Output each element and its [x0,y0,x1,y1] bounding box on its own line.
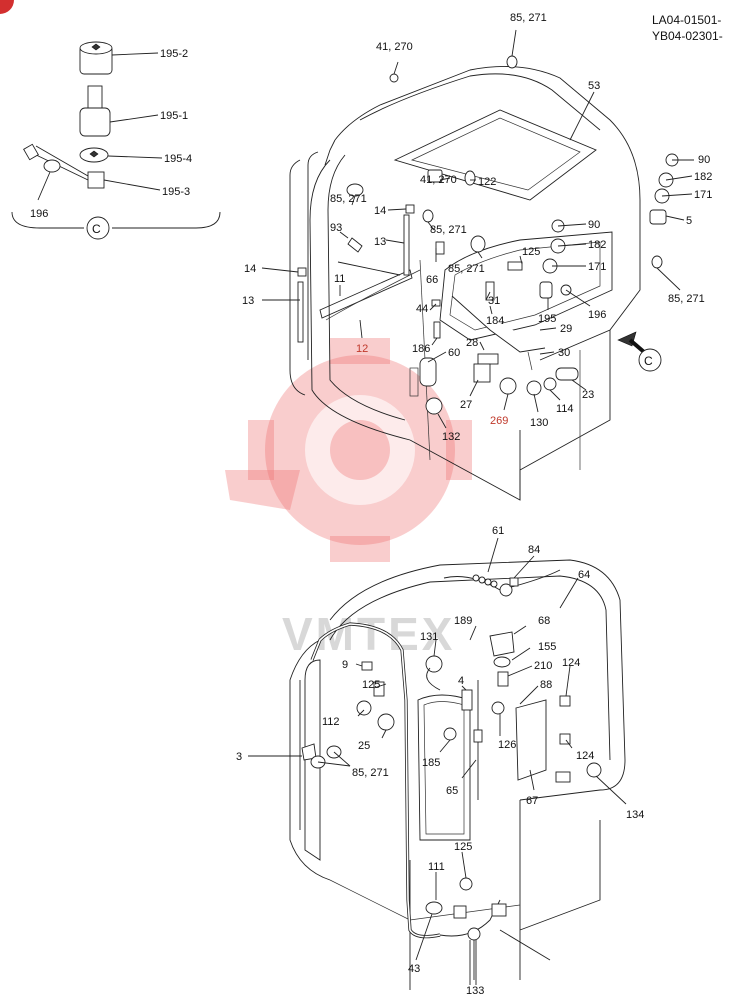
callout-44: 44 [416,303,428,315]
detail-view-c: C [11,41,221,240]
view-arrow-c-letter: C [644,354,653,368]
callout-13-a: 13 [374,236,386,248]
callout-66: 66 [426,274,438,286]
callout-88: 88 [540,679,552,691]
callout-13-b: 13 [242,295,254,307]
callout-112: 112 [322,716,340,728]
callout-195-3: 195-3 [162,186,190,198]
callout-3: 3 [236,751,242,763]
callout-85-271-right: 85, 271 [668,293,705,305]
callout-11: 11 [334,273,345,285]
callout-41-270-mid: 41, 270 [420,174,457,186]
callout-124-b: 124 [576,750,594,762]
callout-23: 23 [582,389,594,401]
callout-14-b: 14 [244,263,256,275]
callout-124-a: 124 [562,657,580,669]
callout-114: 114 [556,403,574,415]
callout-28: 28 [466,337,478,349]
callout-132: 132 [442,431,460,443]
callout-90-b: 90 [588,219,600,231]
callout-125-top: 125 [522,246,540,258]
callout-131: 131 [420,631,438,643]
serial-range-1: LA04-01501- [652,13,721,27]
callout-184: 184 [486,315,504,327]
callout-93: 93 [330,222,342,234]
callout-269: 269 [490,415,508,427]
callout-85-271-c: 85, 271 [448,263,485,275]
callout-125-mid: 125 [362,679,380,691]
callout-185: 185 [422,757,440,769]
callout-43: 43 [408,963,420,975]
callout-182-a: 182 [694,171,712,183]
watermark-logo [225,338,472,562]
callout-85-271-top: 85, 271 [510,12,547,24]
callout-53: 53 [588,80,600,92]
detail-letter-c: C [92,222,101,236]
callout-111: 111 [428,861,445,873]
callout-126: 126 [498,739,516,751]
callout-195-1: 195-1 [160,110,188,122]
callout-31: 31 [488,295,500,307]
callout-85-271-left: 85, 271 [330,193,367,205]
callout-133: 133 [466,985,484,997]
callout-29: 29 [560,323,572,335]
callout-195-4: 195-4 [164,153,192,165]
callout-125-low: 125 [454,841,472,853]
callout-67: 67 [526,795,538,807]
callout-60: 60 [448,347,460,359]
callout-171-b: 171 [588,261,606,273]
callout-130: 130 [530,417,548,429]
callout-210: 210 [534,660,552,672]
callout-186: 186 [412,343,430,355]
upper-cab-assembly: C [261,29,694,501]
callout-14-a: 14 [374,205,386,217]
callout-9: 9 [342,659,348,671]
part-callouts: 195-2 195-1 195-4 195-3 196 85, 271 41, … [30,12,712,997]
callout-134: 134 [626,809,644,821]
serial-range-2: YB04-02301- [652,29,723,43]
lower-cab-assembly [248,537,627,990]
callout-61: 61 [492,525,504,537]
callout-64: 64 [578,569,590,581]
callout-12: 12 [356,343,368,355]
callout-85-271-mid: 85, 271 [430,224,467,236]
callout-155: 155 [538,641,556,653]
callout-41-270-top: 41, 270 [376,41,413,53]
corner-badge [0,0,14,14]
callout-30: 30 [558,347,570,359]
callout-182-b: 182 [588,239,606,251]
callout-65: 65 [446,785,458,797]
callout-85-271-low: 85, 271 [352,767,389,779]
callout-68: 68 [538,615,550,627]
callout-27: 27 [460,399,472,411]
callout-195-2: 195-2 [160,48,188,60]
callout-84: 84 [528,544,540,556]
watermark-text: VMTEX [282,608,455,660]
callout-122: 122 [478,176,496,188]
callout-4: 4 [458,675,464,687]
callout-195: 195 [538,313,556,325]
callout-189: 189 [454,615,472,627]
callout-90-a: 90 [698,154,710,166]
callout-171-a: 171 [694,189,712,201]
callout-196-detail: 196 [30,208,48,220]
callout-5: 5 [686,215,692,227]
callout-25: 25 [358,740,370,752]
callout-196: 196 [588,309,606,321]
